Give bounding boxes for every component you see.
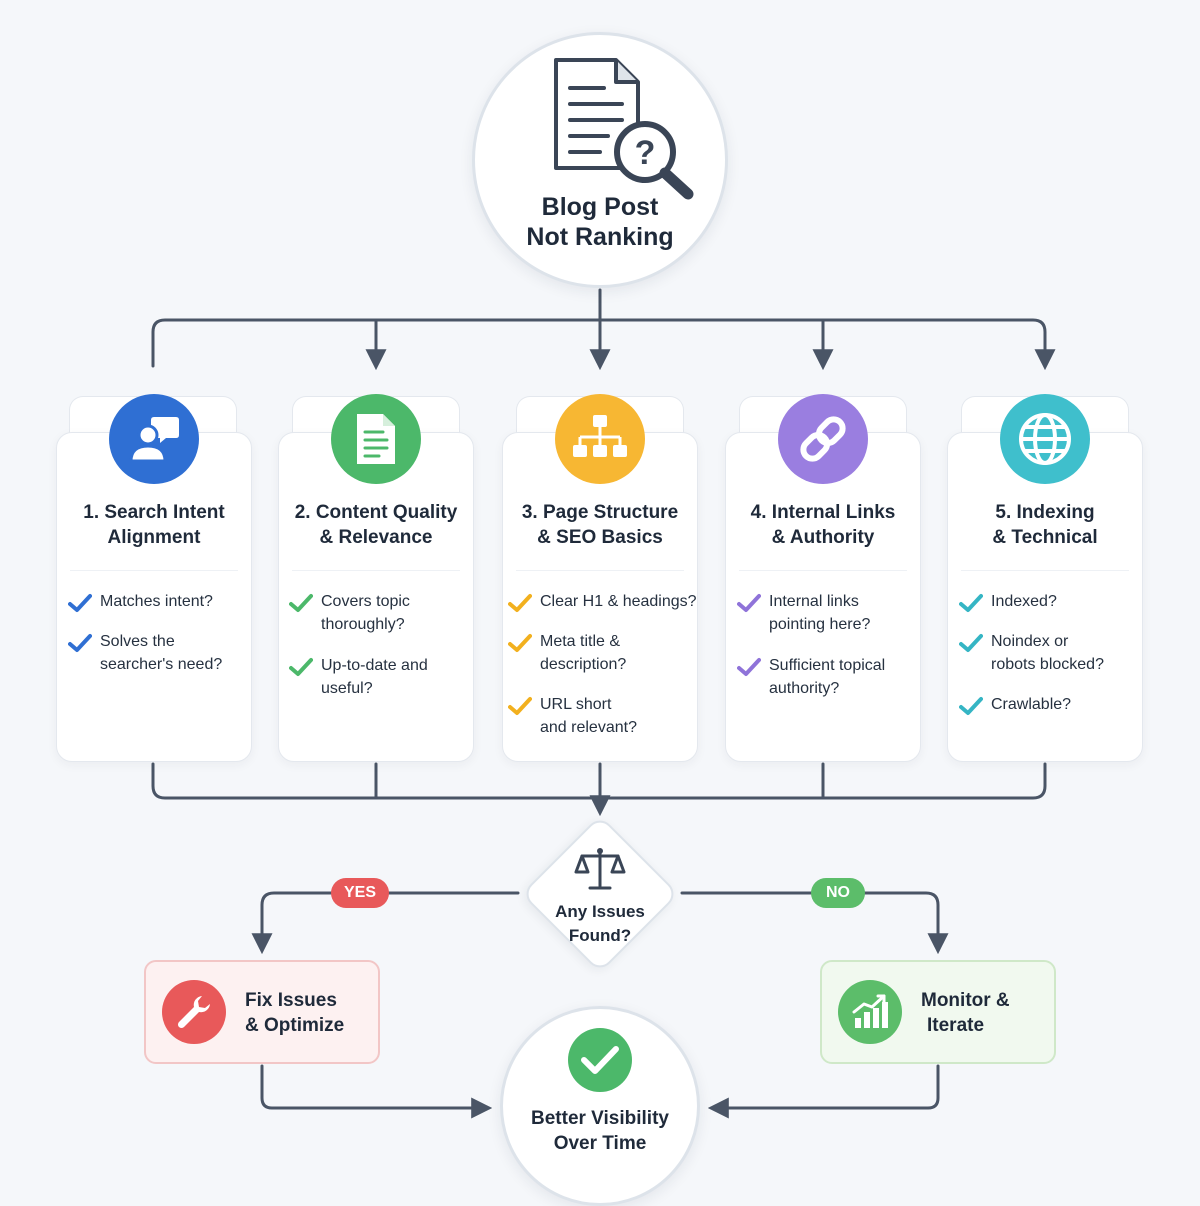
monitor-line-1: Monitor & [921, 990, 1010, 1011]
checkmark-icon [737, 658, 761, 676]
checklist-text: robots blocked? [991, 656, 1104, 673]
card-title: 1. Search Intent Alignment [54, 500, 254, 550]
card-title-line-1: 1. Search Intent [83, 502, 225, 523]
wrench-icon [162, 980, 226, 1044]
link-icon [778, 394, 868, 484]
checklist-text: Matches intent? [100, 593, 213, 610]
sitemap-icon [555, 394, 645, 484]
user-chat-icon [109, 394, 199, 484]
checkmark-icon [959, 594, 983, 612]
checklist-text: thoroughly? [321, 616, 405, 633]
checkmark-icon [959, 697, 983, 715]
card-title: 5. Indexing & Technical [945, 500, 1145, 550]
fix-issues-line-1: Fix Issues [245, 990, 337, 1011]
checklist-text: authority? [769, 680, 840, 697]
document-lines-icon [331, 394, 421, 484]
checklist-text: URL short [540, 696, 612, 713]
checkmark-icon [68, 634, 92, 652]
checklist-text: Solves the [100, 633, 175, 650]
globe-icon [1000, 394, 1090, 484]
card-divider [961, 570, 1129, 571]
card-divider [292, 570, 460, 571]
fix-issues-line-2: & Optimize [245, 1015, 345, 1036]
card-title-line-1: 5. Indexing [995, 502, 1095, 523]
card-title-line-2: & Authority [771, 527, 875, 548]
checklist-text: and relevant? [540, 719, 637, 736]
yes-badge: YES [331, 878, 389, 908]
checklist-text: Noindex or [991, 633, 1069, 650]
card-title-line-2: & SEO Basics [537, 527, 663, 548]
decision-label-line-1: Any Issues [555, 902, 645, 921]
checkmark-icon [289, 658, 313, 676]
card-title-line-2: & Relevance [319, 527, 433, 548]
card-title-line-2: & Technical [992, 527, 1098, 548]
checklist-text: useful? [321, 680, 373, 697]
fix-issues-label: Fix Issues & Optimize [245, 988, 344, 1038]
checkmark-icon [508, 634, 532, 652]
root-title: Blog Post Not Ranking [472, 192, 728, 252]
checklist-text: Sufficient topical [769, 657, 886, 674]
checklist-text: Crawlable? [991, 696, 1072, 713]
checkmark-icon [959, 634, 983, 652]
card-title-line-1: 2. Content Quality [294, 502, 458, 523]
checklist-text: description? [540, 656, 627, 673]
checkmark-icon [508, 594, 532, 612]
checkmark-icon [68, 594, 92, 612]
checklist-text: pointing here? [769, 616, 871, 633]
card-title: 2. Content Quality & Relevance [276, 500, 476, 550]
monitor-label: Monitor & Iterate [921, 988, 1010, 1038]
checklist-text: Up-to-date and [321, 657, 428, 674]
svg-text:?: ? [635, 134, 656, 172]
result-line-1: Better Visibility [531, 1108, 669, 1129]
document-search-icon: ? [554, 58, 694, 200]
card-divider [516, 570, 684, 571]
root-title-line-1: Blog Post [541, 193, 659, 221]
check-icon [568, 1028, 632, 1092]
checkmark-icon [289, 594, 313, 612]
checklist-text: Covers topic [321, 593, 410, 610]
card-divider [739, 570, 907, 571]
card-title-line-1: 4. Internal Links [750, 502, 896, 523]
decision-label-line-2: Found? [568, 926, 632, 945]
card-title-line-1: 3. Page Structure [521, 502, 679, 523]
checklist-text: searcher's need? [100, 656, 223, 673]
decision-label: Any Issues Found? [520, 900, 680, 948]
checklist-text: Meta title & [540, 633, 621, 650]
no-badge: NO [811, 878, 865, 908]
checklist-text: Internal links [769, 593, 859, 610]
balance-scale-icon [574, 848, 626, 890]
root-title-line-2: Not Ranking [526, 223, 674, 251]
card-title: 3. Page Structure & SEO Basics [500, 500, 700, 550]
checkmark-icon [737, 594, 761, 612]
checklist-text: Clear H1 & headings? [540, 593, 697, 610]
card-title-line-2: Alignment [107, 527, 201, 548]
checkmark-icon [508, 697, 532, 715]
result-line-2: Over Time [553, 1133, 647, 1154]
checklist-text: Indexed? [991, 593, 1057, 610]
monitor-line-2: Iterate [927, 1015, 985, 1036]
result-label: Better Visibility Over Time [500, 1106, 700, 1156]
card-divider [70, 570, 238, 571]
card-title: 4. Internal Links & Authority [723, 500, 923, 550]
card-page-structure [502, 432, 698, 762]
bar-chart-growth-icon [838, 980, 902, 1044]
